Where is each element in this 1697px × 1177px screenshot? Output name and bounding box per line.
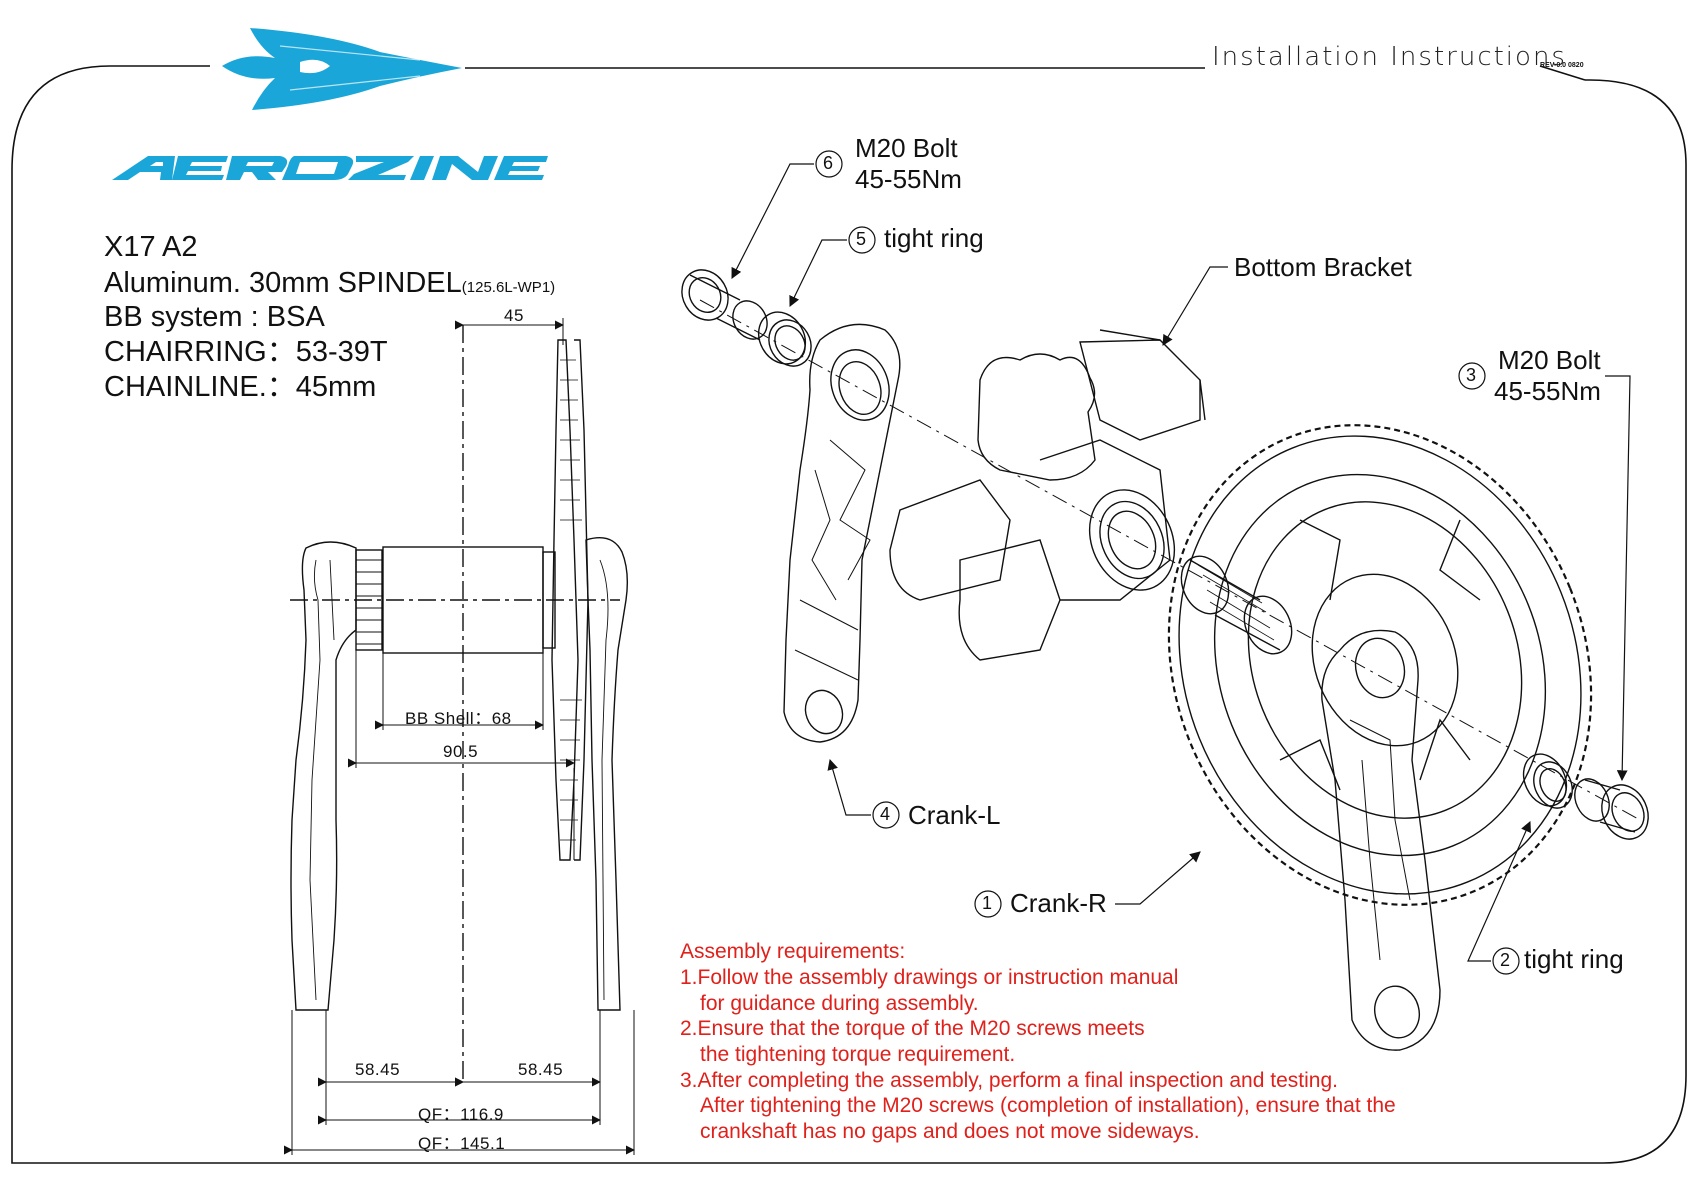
callout-4-number: 4 xyxy=(880,804,891,824)
exploded-view xyxy=(681,269,1649,1051)
chainring-spec: CHAIRRING：53-39T xyxy=(104,336,388,368)
callout-1-number: 1 xyxy=(982,893,993,913)
callout-3-label: M20 Bolt xyxy=(1498,345,1601,375)
bb-system-spec: BB system : BSA xyxy=(104,301,325,333)
dim-bb-shell: BB Shell：68 xyxy=(405,709,512,728)
callout-5-label: tight ring xyxy=(884,223,984,253)
callout-leaders xyxy=(731,150,1631,975)
page-frame xyxy=(11,65,1687,1164)
requirement-3-line-3: crankshaft has no gaps and does not move… xyxy=(700,1120,1200,1143)
callout-2-number: 2 xyxy=(1500,950,1511,970)
spindle-text: Aluminum. 30mm SPINDEL xyxy=(104,267,462,299)
crankset-front-view xyxy=(283,318,635,1155)
callout-6-number: 6 xyxy=(823,153,834,173)
dim-58-45-left: 58.45 xyxy=(355,1060,401,1079)
chainline-spec: CHAINLINE.：45mm xyxy=(104,371,377,403)
page-title: Installation Instructions xyxy=(1212,42,1567,72)
dim-58-45-right: 58.45 xyxy=(518,1060,564,1079)
callout-6-label: M20 Bolt xyxy=(855,133,958,163)
requirement-3-line-1: 3.After completing the assembly, perform… xyxy=(680,1069,1338,1092)
callout-3-number: 3 xyxy=(1466,365,1477,385)
dim-qf-116-9: QF：116.9 xyxy=(418,1105,504,1124)
requirement-2-line-2: the tightening torque requirement. xyxy=(700,1043,1016,1066)
requirement-3-line-2: After tightening the M20 screws (complet… xyxy=(700,1094,1396,1117)
callout-4-label: Crank-L xyxy=(908,800,1001,830)
tight-ring-right xyxy=(1522,753,1573,809)
callout-2-label: tight ring xyxy=(1524,944,1624,974)
model-name: X17 A2 xyxy=(104,231,198,263)
crank-right-chainring xyxy=(1167,424,1593,1051)
revision-label: REV-0.0 0820 xyxy=(1540,62,1584,69)
spindle-spec: Aluminum. 30mm SPINDEL(125.6L-WP1) xyxy=(104,266,555,305)
m20-bolt-left xyxy=(681,269,768,341)
m20-bolt-right xyxy=(1574,778,1649,840)
requirement-1-line-2: for guidance during assembly. xyxy=(700,992,979,1015)
dim-qf-145-1: QF：145.1 xyxy=(418,1134,506,1153)
requirement-2-line-1: 2.Ensure that the torque of the M20 scre… xyxy=(680,1017,1145,1040)
requirement-1-line-1: 1.Follow the assembly drawings or instru… xyxy=(680,966,1179,989)
brand-wordmark xyxy=(112,156,548,180)
bottom-bracket-frame xyxy=(889,329,1206,661)
callout-bottom-bracket: Bottom Bracket xyxy=(1234,252,1412,282)
dim-90-5: 90.5 xyxy=(443,742,479,761)
callout-3-torque: 45-55Nm xyxy=(1494,376,1601,406)
crank-left xyxy=(783,323,901,743)
dim-45: 45 xyxy=(504,306,524,325)
tight-ring-left xyxy=(757,311,812,367)
callout-1-label: Crank-R xyxy=(1010,888,1107,918)
spindle-code: (125.6L-WP1) xyxy=(461,279,556,296)
requirements-heading: Assembly requirements: xyxy=(680,940,906,963)
spindle-spline xyxy=(1180,555,1293,655)
callout-5-number: 5 xyxy=(856,229,867,249)
brand-logo-mark xyxy=(222,28,462,110)
callout-6-torque: 45-55Nm xyxy=(855,164,962,194)
